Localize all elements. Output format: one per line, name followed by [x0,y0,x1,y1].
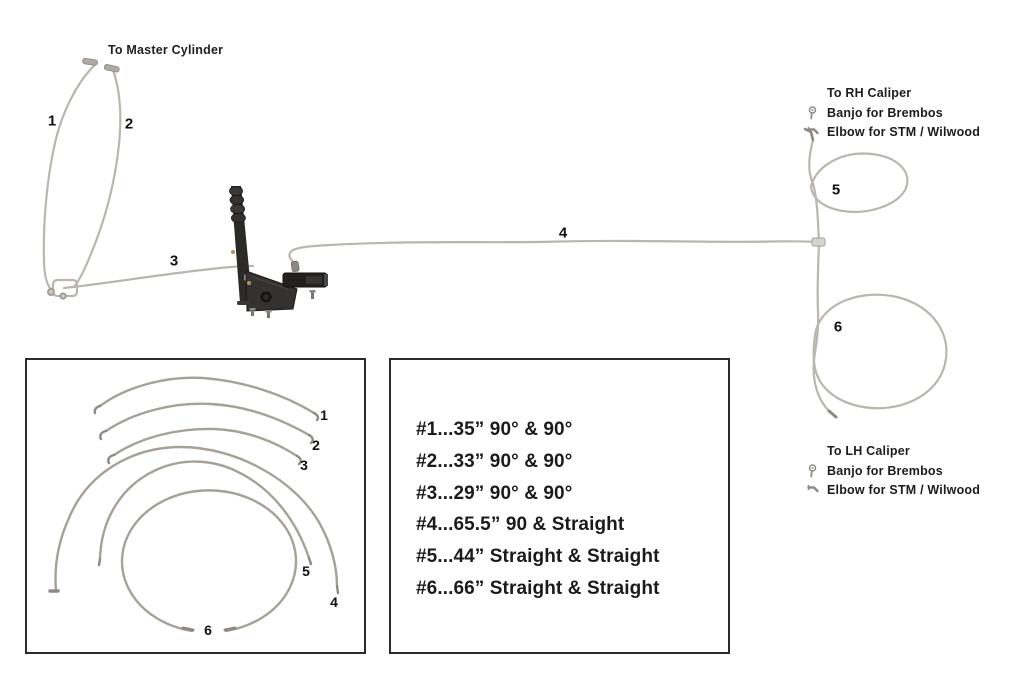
part-line-3 [112,427,299,458]
legend-box: #1...35” 90° & 90° #2...33” 90° & 90° #3… [389,358,730,654]
rh-banjo-row: Banjo for Brembos [806,103,1024,122]
parts-layout-box: 1 2 3 4 5 6 [25,358,366,654]
line-marker-3: 3 [169,252,179,270]
brake-line-6-coil [812,293,948,410]
rh-caliper-title: To RH Caliper [827,86,912,100]
legend-item-5: #5...44” Straight & Straight [416,546,660,568]
tee-fitting [811,237,826,247]
part-line-1 [98,376,316,415]
line-marker-4: 4 [558,224,568,242]
line-marker-2: 2 [124,115,134,133]
lh-banjo-note: Banjo for Brembos [827,463,943,478]
lh-elbow-note: Elbow for STM / Wilwood [827,482,981,497]
part-line-5 [98,460,311,561]
rh-elbow-row: Elbow for STM / Wilwood [806,122,1024,141]
part-marker-5: 5 [302,563,310,579]
part-marker-1: 1 [320,407,328,423]
brake-line-5-coil [809,152,909,213]
legend-item-3: #3...29” 90° & 90° [416,482,573,504]
part-line-6 [120,489,298,633]
legend-list: #1...35” 90° & 90° #2...33” 90° & 90° #3… [391,360,728,605]
lh-caliper-title: To LH Caliper [827,444,910,458]
rh-banjo-note: Banjo for Brembos [827,105,943,120]
line-marker-1: 1 [47,112,57,130]
rh-caliper-block: To RH Caliper Banjo for Brembos Elbow fo… [806,84,1024,141]
part-marker-6: 6 [204,622,212,638]
legend-item-1: #1...35” 90° & 90° [416,419,573,440]
part-marker-4: 4 [330,594,338,610]
brake-line-3 [62,264,255,290]
banjo-fitting-icon [806,463,819,478]
line-marker-6: 6 [833,318,843,336]
lh-banjo-row: Banjo for Brembos [806,461,1024,480]
line-marker-5: 5 [831,181,841,199]
brake-line-2 [72,68,122,289]
parts-layout-artwork [48,376,340,633]
part-marker-3: 3 [300,457,308,473]
lh-elbow-row: Elbow for STM / Wilwood [806,480,1024,499]
part-marker-2: 2 [312,437,320,453]
banjo-fitting-icon [806,105,819,120]
lever-bracket [245,270,298,312]
part-line-2 [104,402,311,437]
part-line-4 [54,445,339,593]
legend-item-2: #2...33” 90° & 90° [416,450,573,472]
brake-line-4 [288,239,821,266]
brake-line-1 [42,61,99,293]
elbow-fitting-icon [806,126,819,137]
handbrake-lever [229,185,328,318]
master-cylinder-label: To Master Cylinder [108,43,224,57]
rh-elbow-note: Elbow for STM / Wilwood [827,124,981,139]
lh-caliper-block: To LH Caliper Banjo for Brembos Elbow fo… [806,442,1024,499]
hose-end-fittings [47,57,838,419]
legend-item-4: #4...65.5” 90 & Straight [416,514,625,536]
legend-item-6: #6...66” Straight & Straight [416,577,660,599]
brake-line-6 [812,241,831,413]
brake-line-5 [808,138,821,245]
elbow-fitting-icon [806,484,819,495]
